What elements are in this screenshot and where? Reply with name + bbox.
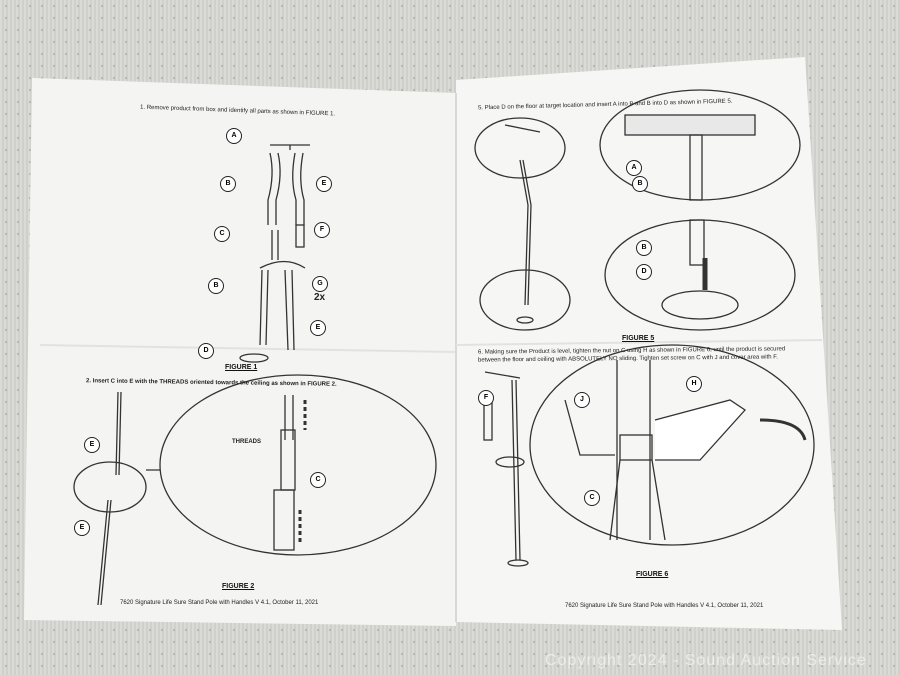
part-label-g: G bbox=[312, 276, 328, 292]
part-label-d: D bbox=[198, 343, 214, 359]
figure6-caption: FIGURE 6 bbox=[636, 571, 669, 578]
part-label-b: B bbox=[220, 176, 236, 192]
part-label-a: A bbox=[226, 128, 242, 144]
part-label-e2: E bbox=[310, 320, 326, 336]
right-sheet bbox=[456, 57, 842, 630]
part-label-d-fig5: D bbox=[636, 264, 652, 280]
part-label-f: F bbox=[314, 222, 330, 238]
figure5-caption: FIGURE 5 bbox=[622, 335, 655, 342]
part-label-b-fig5: B bbox=[632, 176, 648, 192]
quantity-2x: 2x bbox=[314, 292, 326, 303]
figure2-caption: FIGURE 2 bbox=[222, 583, 255, 590]
part-label-c2: C bbox=[310, 472, 326, 488]
part-label-c-fig6: C bbox=[584, 490, 600, 506]
part-label-f-fig6: F bbox=[478, 390, 494, 406]
part-label-e3: E bbox=[84, 437, 100, 453]
figure1-caption: FIGURE 1 bbox=[225, 364, 258, 371]
watermark: Copyright 2024 - Sound Auction Service bbox=[545, 652, 867, 669]
left-footer: 7620 Signature Life Sure Stand Pole with… bbox=[120, 600, 319, 606]
part-label-b2-fig5: B bbox=[636, 240, 652, 256]
part-label-a-fig5: A bbox=[626, 160, 642, 176]
left-sheet bbox=[24, 78, 456, 626]
right-footer: 7620 Signature Life Sure Stand Pole with… bbox=[565, 603, 764, 609]
part-label-c: C bbox=[214, 226, 230, 242]
part-label-b2: B bbox=[208, 278, 224, 294]
part-label-j: J bbox=[574, 392, 590, 408]
part-label-e4: E bbox=[74, 520, 90, 536]
threads-label: THREADS bbox=[232, 439, 262, 445]
part-label-e: E bbox=[316, 176, 332, 192]
part-label-h: H bbox=[686, 376, 702, 392]
